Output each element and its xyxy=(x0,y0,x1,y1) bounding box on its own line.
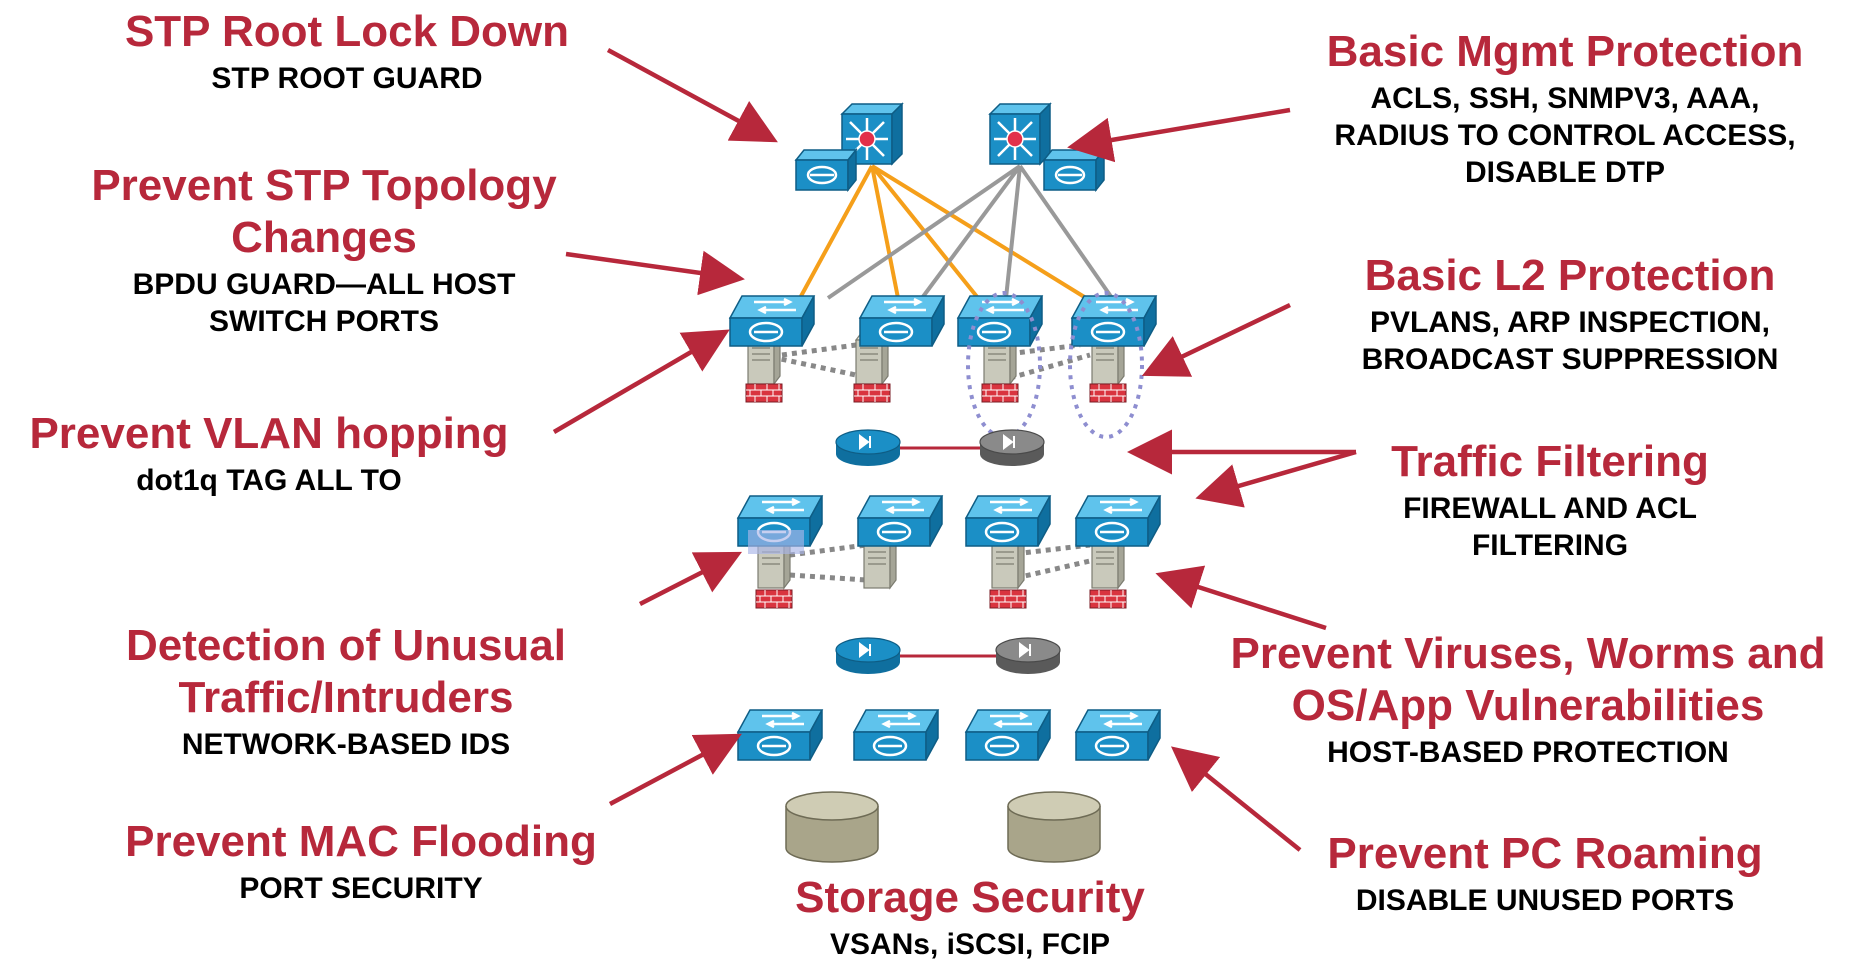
callout-subtitle: STP ROOT GUARD xyxy=(211,62,483,95)
callout-title: Basic L2 Protection xyxy=(1364,251,1776,300)
callout-traffic-filter: Traffic Filtering FIREWALL AND ACL FILTE… xyxy=(1340,436,1760,564)
access-tier-1 xyxy=(728,291,1158,439)
callout-title: Prevent PC Roaming xyxy=(1327,829,1763,878)
callout-title: Prevent STP Topology Changes xyxy=(91,161,557,262)
callout-stp-root: STP Root Lock Down STP ROOT GUARD xyxy=(104,6,590,97)
callout-pc-roaming: Prevent PC Roaming DISABLE UNUSED PORTS xyxy=(1300,828,1790,919)
callout-subtitle: BPDU GUARD—ALL HOST SWITCH PORTS xyxy=(132,268,516,338)
callout-stp-topology: Prevent STP Topology Changes BPDU GUARD—… xyxy=(44,160,604,340)
callout-subtitle: ACLS, SSH, SNMPV3, AAA, RADIUS TO CONTRO… xyxy=(1334,82,1796,189)
callout-l2: Basic L2 Protection PVLANS, ARP INSPECTI… xyxy=(1290,250,1850,378)
callout-subtitle: HOST-BASED PROTECTION xyxy=(1327,736,1729,769)
callout-subtitle: PORT SECURITY xyxy=(239,872,483,905)
callout-mac-flood: Prevent MAC Flooding PORT SECURITY xyxy=(96,816,626,907)
callout-title: Traffic Filtering xyxy=(1391,437,1709,486)
callout-title: Prevent Viruses, Worms and OS/App Vulner… xyxy=(1230,629,1826,730)
callout-storage: Storage Security VSANs, iSCSI, FCIP xyxy=(760,872,1180,963)
callout-ids: Detection of Unusual Traffic/Intruders N… xyxy=(96,620,596,763)
callout-subtitle: NETWORK-BASED IDS xyxy=(181,728,511,761)
access-tier-2 xyxy=(736,494,1162,609)
callout-subtitle: DISABLE UNUSED PORTS xyxy=(1355,884,1735,917)
callout-title: Prevent VLAN hopping xyxy=(29,409,509,458)
ids-sensor-icon xyxy=(835,429,1045,467)
arrow-icon xyxy=(552,48,1357,852)
callout-subtitle: dot1q TAG ALL TO xyxy=(136,464,402,497)
callout-title: STP Root Lock Down xyxy=(124,7,570,56)
callout-subtitle: FIREWALL AND ACL FILTERING xyxy=(1403,492,1697,562)
uplinks xyxy=(798,164,1114,300)
callout-title: Storage Security xyxy=(795,873,1145,922)
callout-viruses: Prevent Viruses, Worms and OS/App Vulner… xyxy=(1200,628,1856,771)
access-tier-3 xyxy=(736,708,1162,762)
core-switch-icon xyxy=(794,102,904,192)
callout-mgmt: Basic Mgmt Protection ACLS, SSH, SNMPV3,… xyxy=(1280,26,1850,191)
storage-disk-icon xyxy=(785,791,1101,863)
callout-subtitle: VSANs, iSCSI, FCIP xyxy=(829,928,1111,961)
callout-title: Prevent MAC Flooding xyxy=(125,817,597,866)
callout-title: Basic Mgmt Protection xyxy=(1326,27,1804,76)
callout-subtitle: PVLANS, ARP INSPECTION, BROADCAST SUPPRE… xyxy=(1361,306,1779,376)
ids-sensor-icon xyxy=(835,637,1061,675)
callout-title: Detection of Unusual Traffic/Intruders xyxy=(125,621,567,722)
callout-vlan-hopping: Prevent VLAN hopping dot1q TAG ALL TO xyxy=(4,408,534,499)
